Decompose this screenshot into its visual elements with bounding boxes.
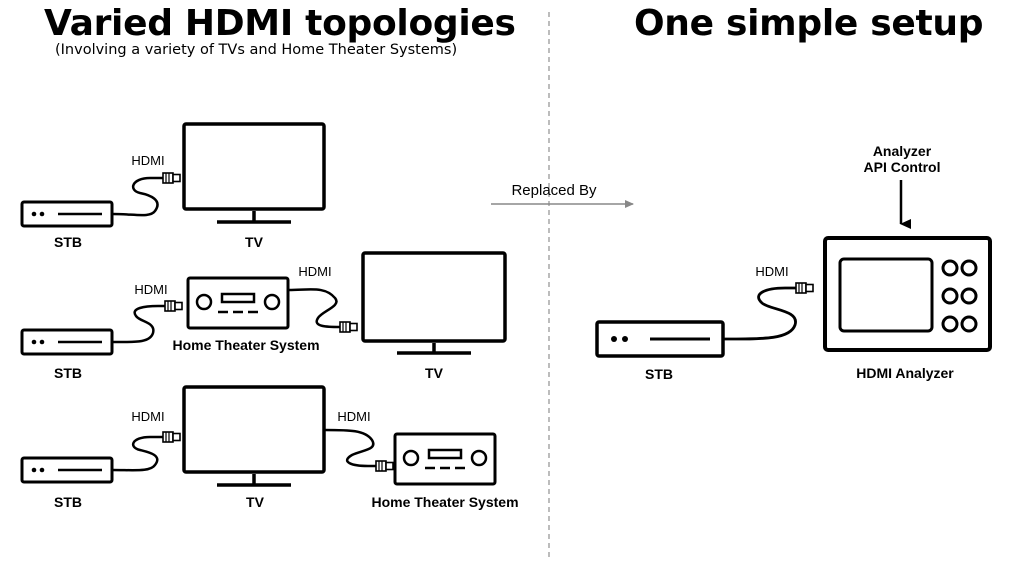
row3-stb bbox=[20, 456, 114, 484]
right-hdmi-plug-icon bbox=[795, 282, 814, 294]
row3-hdmi-label-1: HDMI bbox=[131, 409, 164, 424]
left-subtitle: (Involving a variety of TVs and Home The… bbox=[55, 42, 458, 58]
right-title: One simple setup bbox=[634, 3, 984, 44]
row1-stb-label: STB bbox=[54, 234, 82, 250]
left-title: Varied HDMI topologies bbox=[44, 3, 516, 44]
right-hdmi-cable bbox=[722, 286, 797, 341]
analyzer-api-label-line1: Analyzer bbox=[873, 143, 932, 159]
row1-hdmi-cable bbox=[111, 176, 163, 217]
row2-home-theater-label: Home Theater System bbox=[172, 337, 319, 353]
row3-hdmi-plug-1-icon bbox=[162, 431, 181, 443]
row1-tv-icon bbox=[182, 122, 326, 224]
row3-tv-label: TV bbox=[246, 494, 265, 510]
row3-hdmi-cable-2 bbox=[323, 428, 376, 468]
row2-hdmi-plug-1-icon bbox=[164, 300, 183, 312]
row2-hdmi-plug-2-icon bbox=[339, 321, 358, 333]
right-hdmi-label: HDMI bbox=[755, 264, 788, 279]
row3-tv-icon bbox=[182, 385, 326, 487]
row2-stb-label: STB bbox=[54, 365, 82, 381]
row3-hdmi-cable-1 bbox=[111, 435, 163, 472]
hdmi-analyzer-label: HDMI Analyzer bbox=[856, 365, 954, 381]
analyzer-api-label-line2: API Control bbox=[864, 159, 941, 175]
row1-hdmi-plug-icon bbox=[162, 172, 181, 184]
row1-stb bbox=[20, 200, 114, 228]
replaced-by-label: Replaced By bbox=[511, 182, 597, 199]
row1-hdmi-label: HDMI bbox=[131, 153, 164, 168]
row2-hdmi-cable-1 bbox=[111, 304, 165, 344]
row2-home-theater-icon bbox=[186, 276, 290, 330]
row2-hdmi-label-2: HDMI bbox=[298, 264, 331, 279]
row3-home-theater-label: Home Theater System bbox=[371, 494, 518, 510]
row2-stb bbox=[20, 328, 114, 356]
row3-home-theater-icon bbox=[393, 432, 497, 486]
right-stb-label: STB bbox=[645, 366, 673, 382]
row2-tv-icon bbox=[361, 251, 507, 355]
row3-hdmi-label-2: HDMI bbox=[337, 409, 370, 424]
row1-tv-label: TV bbox=[245, 234, 264, 250]
row3-hdmi-plug-2-icon bbox=[375, 460, 394, 472]
right-stb-icon bbox=[595, 320, 725, 358]
row2-hdmi-cable-2 bbox=[288, 288, 341, 329]
row3-stb-label: STB bbox=[54, 494, 82, 510]
row2-tv-label: TV bbox=[425, 365, 444, 381]
row2-hdmi-label-1: HDMI bbox=[134, 282, 167, 297]
hdmi-analyzer-icon bbox=[823, 236, 992, 352]
